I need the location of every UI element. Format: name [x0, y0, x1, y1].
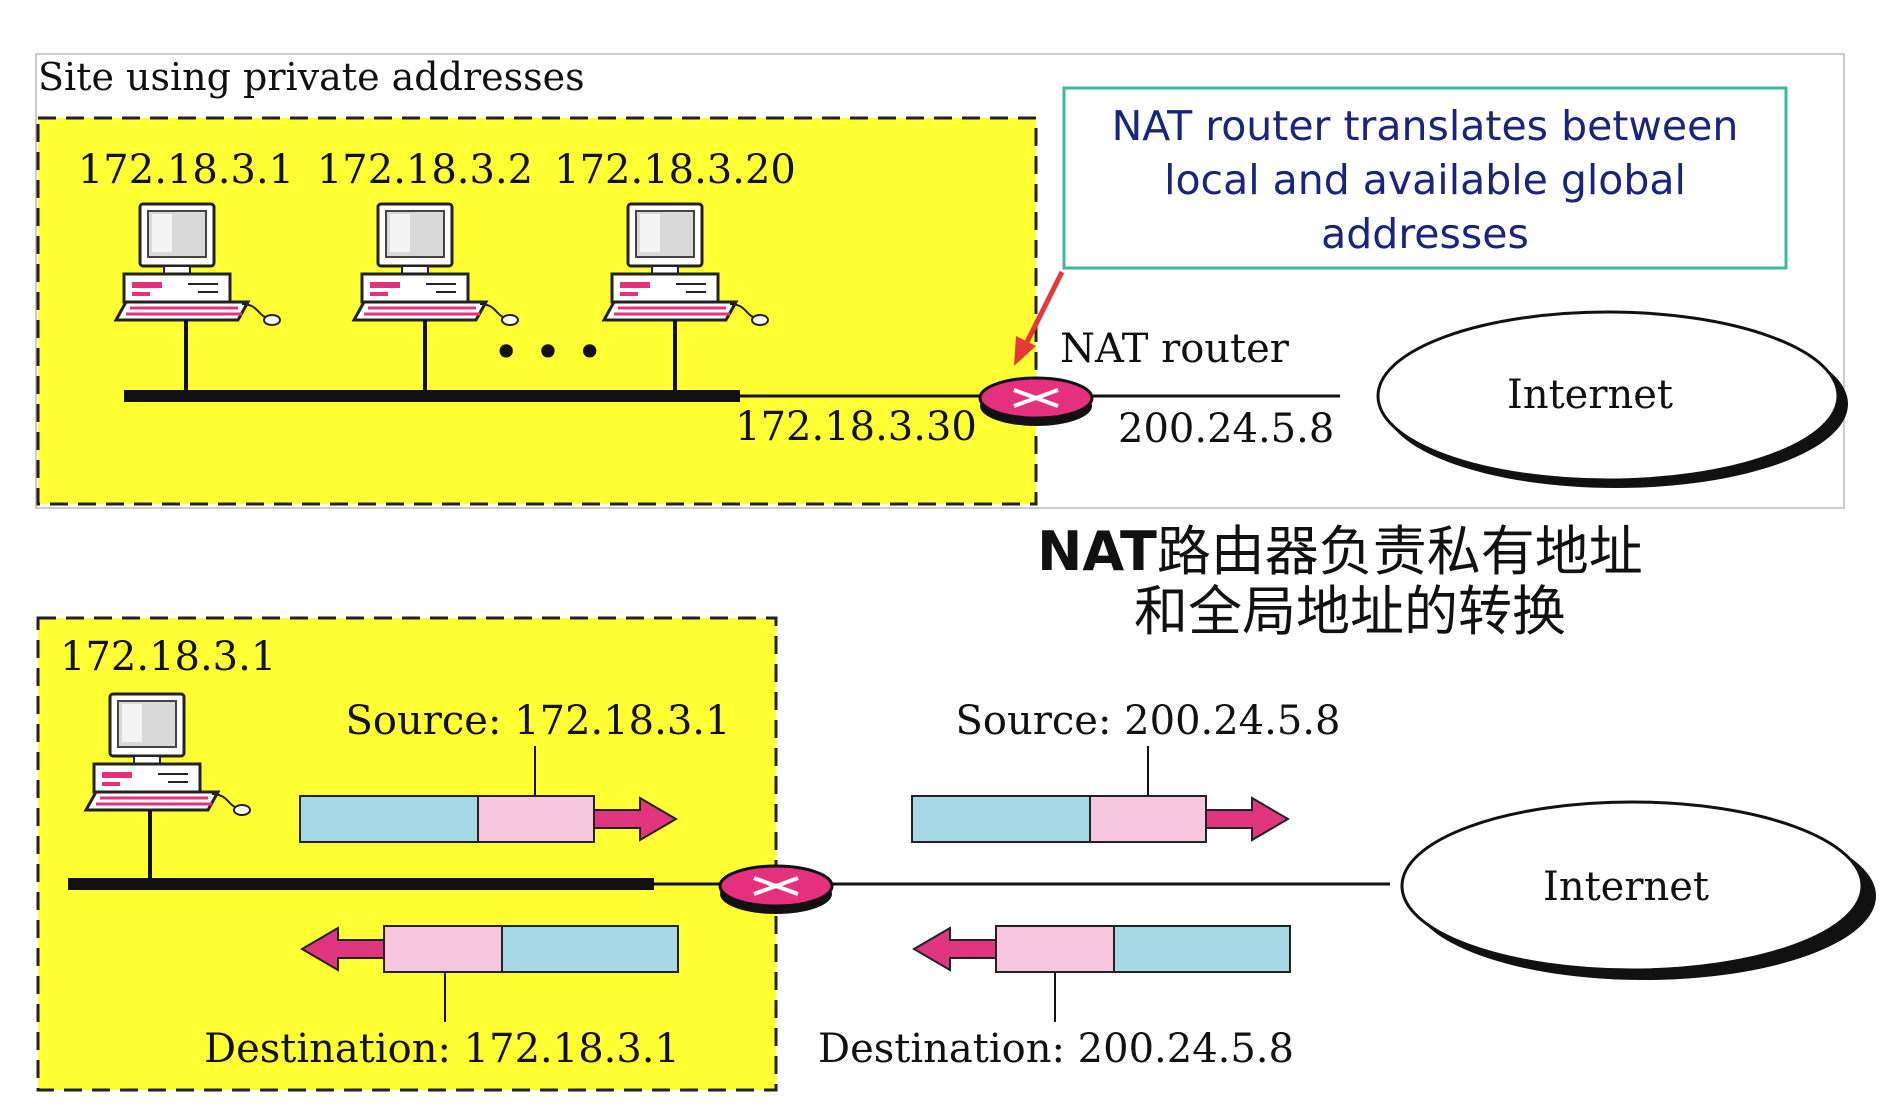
host-ip-2: 172.18.3.2	[317, 147, 533, 193]
note-line-2: local and available global	[1164, 156, 1686, 204]
bottom-host-ip: 172.18.3.1	[60, 634, 276, 680]
pointer-arrow	[1014, 270, 1065, 366]
internet-cloud-bottom: Internet	[1400, 800, 1876, 980]
ellipsis: • • •	[493, 325, 604, 379]
inside-incoming-packet	[300, 925, 679, 973]
router-label: NAT router	[1060, 326, 1290, 372]
outside-outgoing-packet	[911, 795, 1290, 843]
host-ip-1: 172.18.3.1	[78, 147, 294, 193]
inside-outgoing-packet	[299, 795, 678, 843]
note-line-1: NAT router translates between	[1112, 102, 1739, 150]
bottom-nat-router-icon	[718, 864, 834, 914]
note-box	[1062, 86, 1788, 270]
outside-source-label: Source: 200.24.5.8	[956, 698, 1341, 744]
internet-label-top: Internet	[1507, 372, 1673, 418]
nat-router-icon	[978, 376, 1094, 426]
top-panel-frame	[35, 53, 1845, 509]
note-line-3: addresses	[1321, 210, 1529, 258]
host-ip-3: 172.18.3.20	[554, 147, 796, 193]
inside-source-label: Source: 172.18.3.1	[346, 698, 731, 744]
router-inside-ip: 172.18.3.30	[735, 404, 977, 450]
outside-incoming-packet	[912, 925, 1291, 973]
caption-line-1: NAT路由器负责私有地址	[1037, 520, 1643, 583]
outside-destination-label: Destination: 200.24.5.8	[818, 1026, 1294, 1072]
site-label: Site using private addresses	[38, 55, 585, 99]
inside-destination-label: Destination: 172.18.3.1	[204, 1026, 680, 1072]
router-outside-ip: 200.24.5.8	[1118, 406, 1334, 452]
caption-line-2: 和全局地址的转换	[1134, 580, 1566, 643]
internet-cloud-top: Internet	[1376, 310, 1848, 488]
internet-label-bottom: Internet	[1543, 864, 1709, 910]
